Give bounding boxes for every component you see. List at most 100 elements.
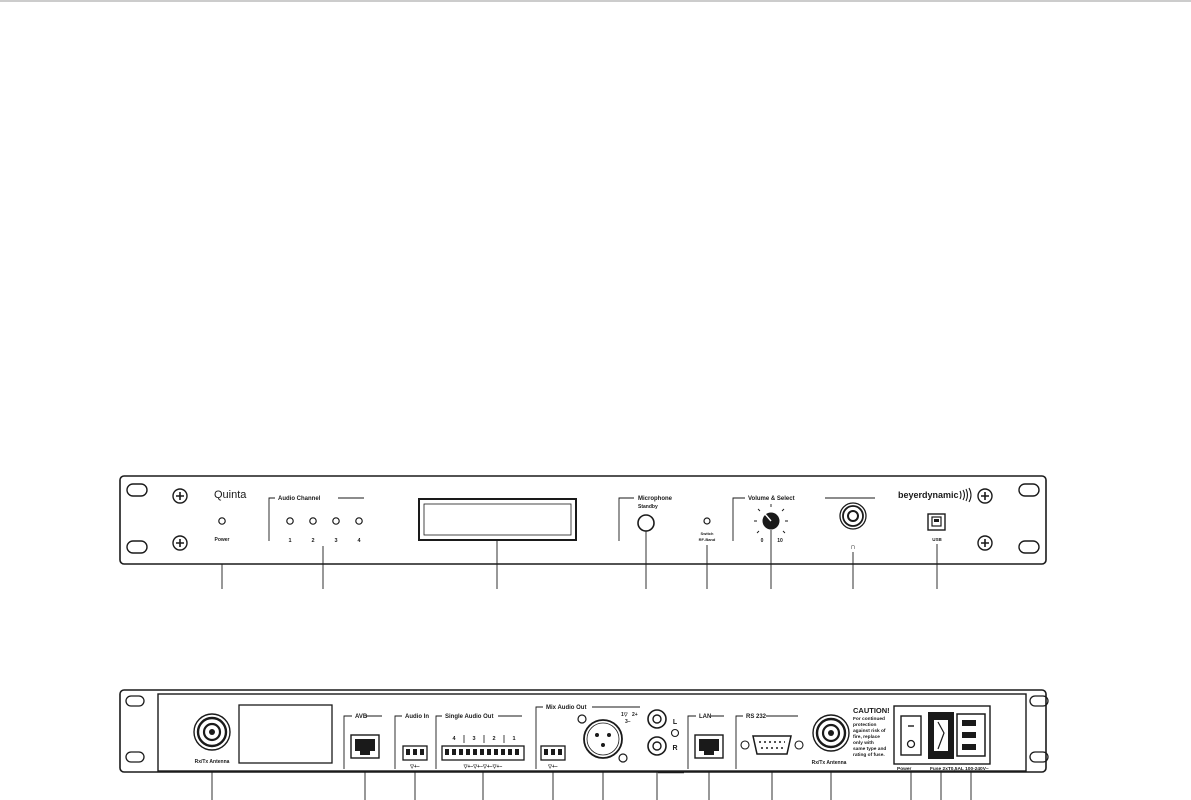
lan-group: LAN [687, 714, 724, 769]
rear-panel-frame [119, 689, 1047, 773]
xlr-connector-icon [577, 714, 628, 763]
rf-band-label: RF-Band [699, 537, 716, 542]
volume-select-group: Volume & Select 0 10 [732, 496, 875, 544]
usb-label: USB [932, 537, 942, 542]
channel-led-icon [309, 517, 317, 525]
rack-slot-icon [126, 540, 148, 554]
rs232-group: RS 232 [735, 714, 804, 769]
rca-left-icon [647, 709, 667, 729]
left-antenna-label: Rx/Tx Antenna [195, 759, 230, 765]
rca-left-label: L [673, 719, 678, 726]
power-module: Power Fuse 2xT0,5AL 100-240V~ [893, 705, 991, 772]
audio-channel-group: Audio Channel 1 2 3 4 [268, 496, 364, 544]
display-inner [423, 503, 572, 536]
audio-channel-title: Audio Channel [278, 496, 321, 502]
channel-led-icon [332, 517, 340, 525]
rca-right-icon [647, 736, 667, 756]
ground-screw-icon [670, 728, 680, 738]
channel-number: 3 [334, 538, 337, 544]
single-audio-out-group: Single Audio Out 4 3 2 1 ▽+−▽+−▽+−▽+− [435, 714, 525, 770]
screw-icon [977, 535, 993, 551]
lan-label: LAN [699, 714, 711, 720]
screw-icon [172, 488, 188, 504]
microphone-subtitle: Standby [638, 504, 658, 510]
headphone-jack-icon [839, 502, 867, 530]
single-out-channel: 3 [472, 736, 475, 742]
avb-label: AVB [355, 714, 368, 720]
lan-ethernet-port-icon [694, 734, 724, 759]
switch-label: Switch [701, 531, 714, 536]
rs232-label: RS 232 [746, 714, 767, 720]
caution-line: protection [853, 722, 877, 728]
caution-line: For continued [853, 716, 885, 722]
power-switch-icon [900, 715, 922, 756]
single-out-channel: 4 [452, 736, 456, 742]
channel-led-icon [355, 517, 363, 525]
microphone-title: Microphone [638, 496, 673, 502]
front-callout-lines [221, 530, 938, 589]
knob-max-label: 10 [777, 538, 783, 544]
rf-band-switch-icon [703, 517, 711, 525]
brand-logo: beyerdynamic [898, 490, 959, 500]
screw-icon [172, 535, 188, 551]
display-screen [418, 498, 577, 541]
rack-slot-icon [126, 483, 148, 497]
mix-audio-out-group: Mix Audio Out ▽+− 1▽ 2+ 3− [535, 705, 684, 774]
volume-select-title: Volume & Select [748, 496, 795, 502]
fuse-holder-icon [928, 712, 954, 759]
knob-min-label: 0 [761, 538, 764, 544]
audio-in-terminal-icon [402, 745, 428, 761]
rack-slot-icon [1018, 540, 1040, 554]
rear-panel-inner [157, 693, 1027, 772]
rca-right-label: R [672, 745, 677, 752]
audio-in-group: Audio In ▽+− [394, 714, 429, 770]
mix-audio-out-label: Mix Audio Out [546, 705, 586, 711]
single-audio-out-label: Single Audio Out [445, 714, 493, 720]
headphone-symbol: ∩ [850, 542, 856, 551]
usb-port-icon [927, 513, 946, 531]
antenna-connector-icon [812, 714, 850, 752]
blank-plate [238, 704, 333, 764]
caution-line: fire, replace [853, 734, 880, 740]
caution-line: same type and [853, 746, 886, 752]
mix-out-polarity: ▽+− [547, 764, 558, 770]
xlr-pin-label: 2+ [632, 712, 638, 718]
rs232-port-icon [740, 735, 804, 755]
avb-group: AVB [343, 714, 382, 769]
channel-led-icon [286, 517, 294, 525]
rack-slot-icon [1018, 483, 1040, 497]
volume-knob-icon [754, 504, 788, 534]
single-out-terminal-icon [441, 745, 525, 761]
screw-icon [977, 488, 993, 504]
channel-number: 4 [357, 538, 361, 544]
channel-number: 1 [288, 538, 291, 544]
caution-notice: CAUTION! For continued protection agains… [853, 706, 890, 758]
rack-slot-icon [125, 751, 145, 763]
channel-number: 2 [311, 538, 314, 544]
power-module-frame [893, 705, 991, 765]
caution-line: against risk of [853, 728, 886, 734]
single-out-polarity: ▽+−▽+−▽+−▽+− [463, 764, 503, 770]
caution-title: CAUTION! [853, 706, 890, 715]
iec-inlet-icon [956, 713, 986, 757]
brand-logo-waves-icon [959, 487, 972, 503]
rear-panel: Rx/Tx Antenna AVB Audio In ▽+− [119, 689, 1049, 800]
power-led-icon [218, 517, 226, 525]
rack-slot-icon [125, 695, 145, 707]
avb-ethernet-port-icon [350, 734, 380, 759]
rear-power-label: Power [897, 766, 912, 772]
single-out-channel: 2 [492, 736, 495, 742]
caution-line: rating of fuse. [853, 752, 885, 758]
rack-slot-icon [1029, 695, 1049, 707]
front-panel: Quinta Power Audio Channel 1 2 3 4 Micro… [119, 475, 1047, 589]
fuse-label: Fuse 2xT0,5AL 100-240V~ [930, 766, 989, 772]
antenna-connector-icon [193, 713, 231, 751]
brand-name: Quinta [214, 489, 247, 501]
xlr-pin-label: 3− [625, 719, 631, 725]
mix-out-terminal-icon [540, 745, 566, 761]
right-antenna-label: Rx/Tx Antenna [812, 760, 847, 766]
audio-in-label: Audio In [405, 714, 429, 720]
rack-slot-icon [1029, 751, 1049, 763]
caution-line: only with [853, 740, 874, 746]
